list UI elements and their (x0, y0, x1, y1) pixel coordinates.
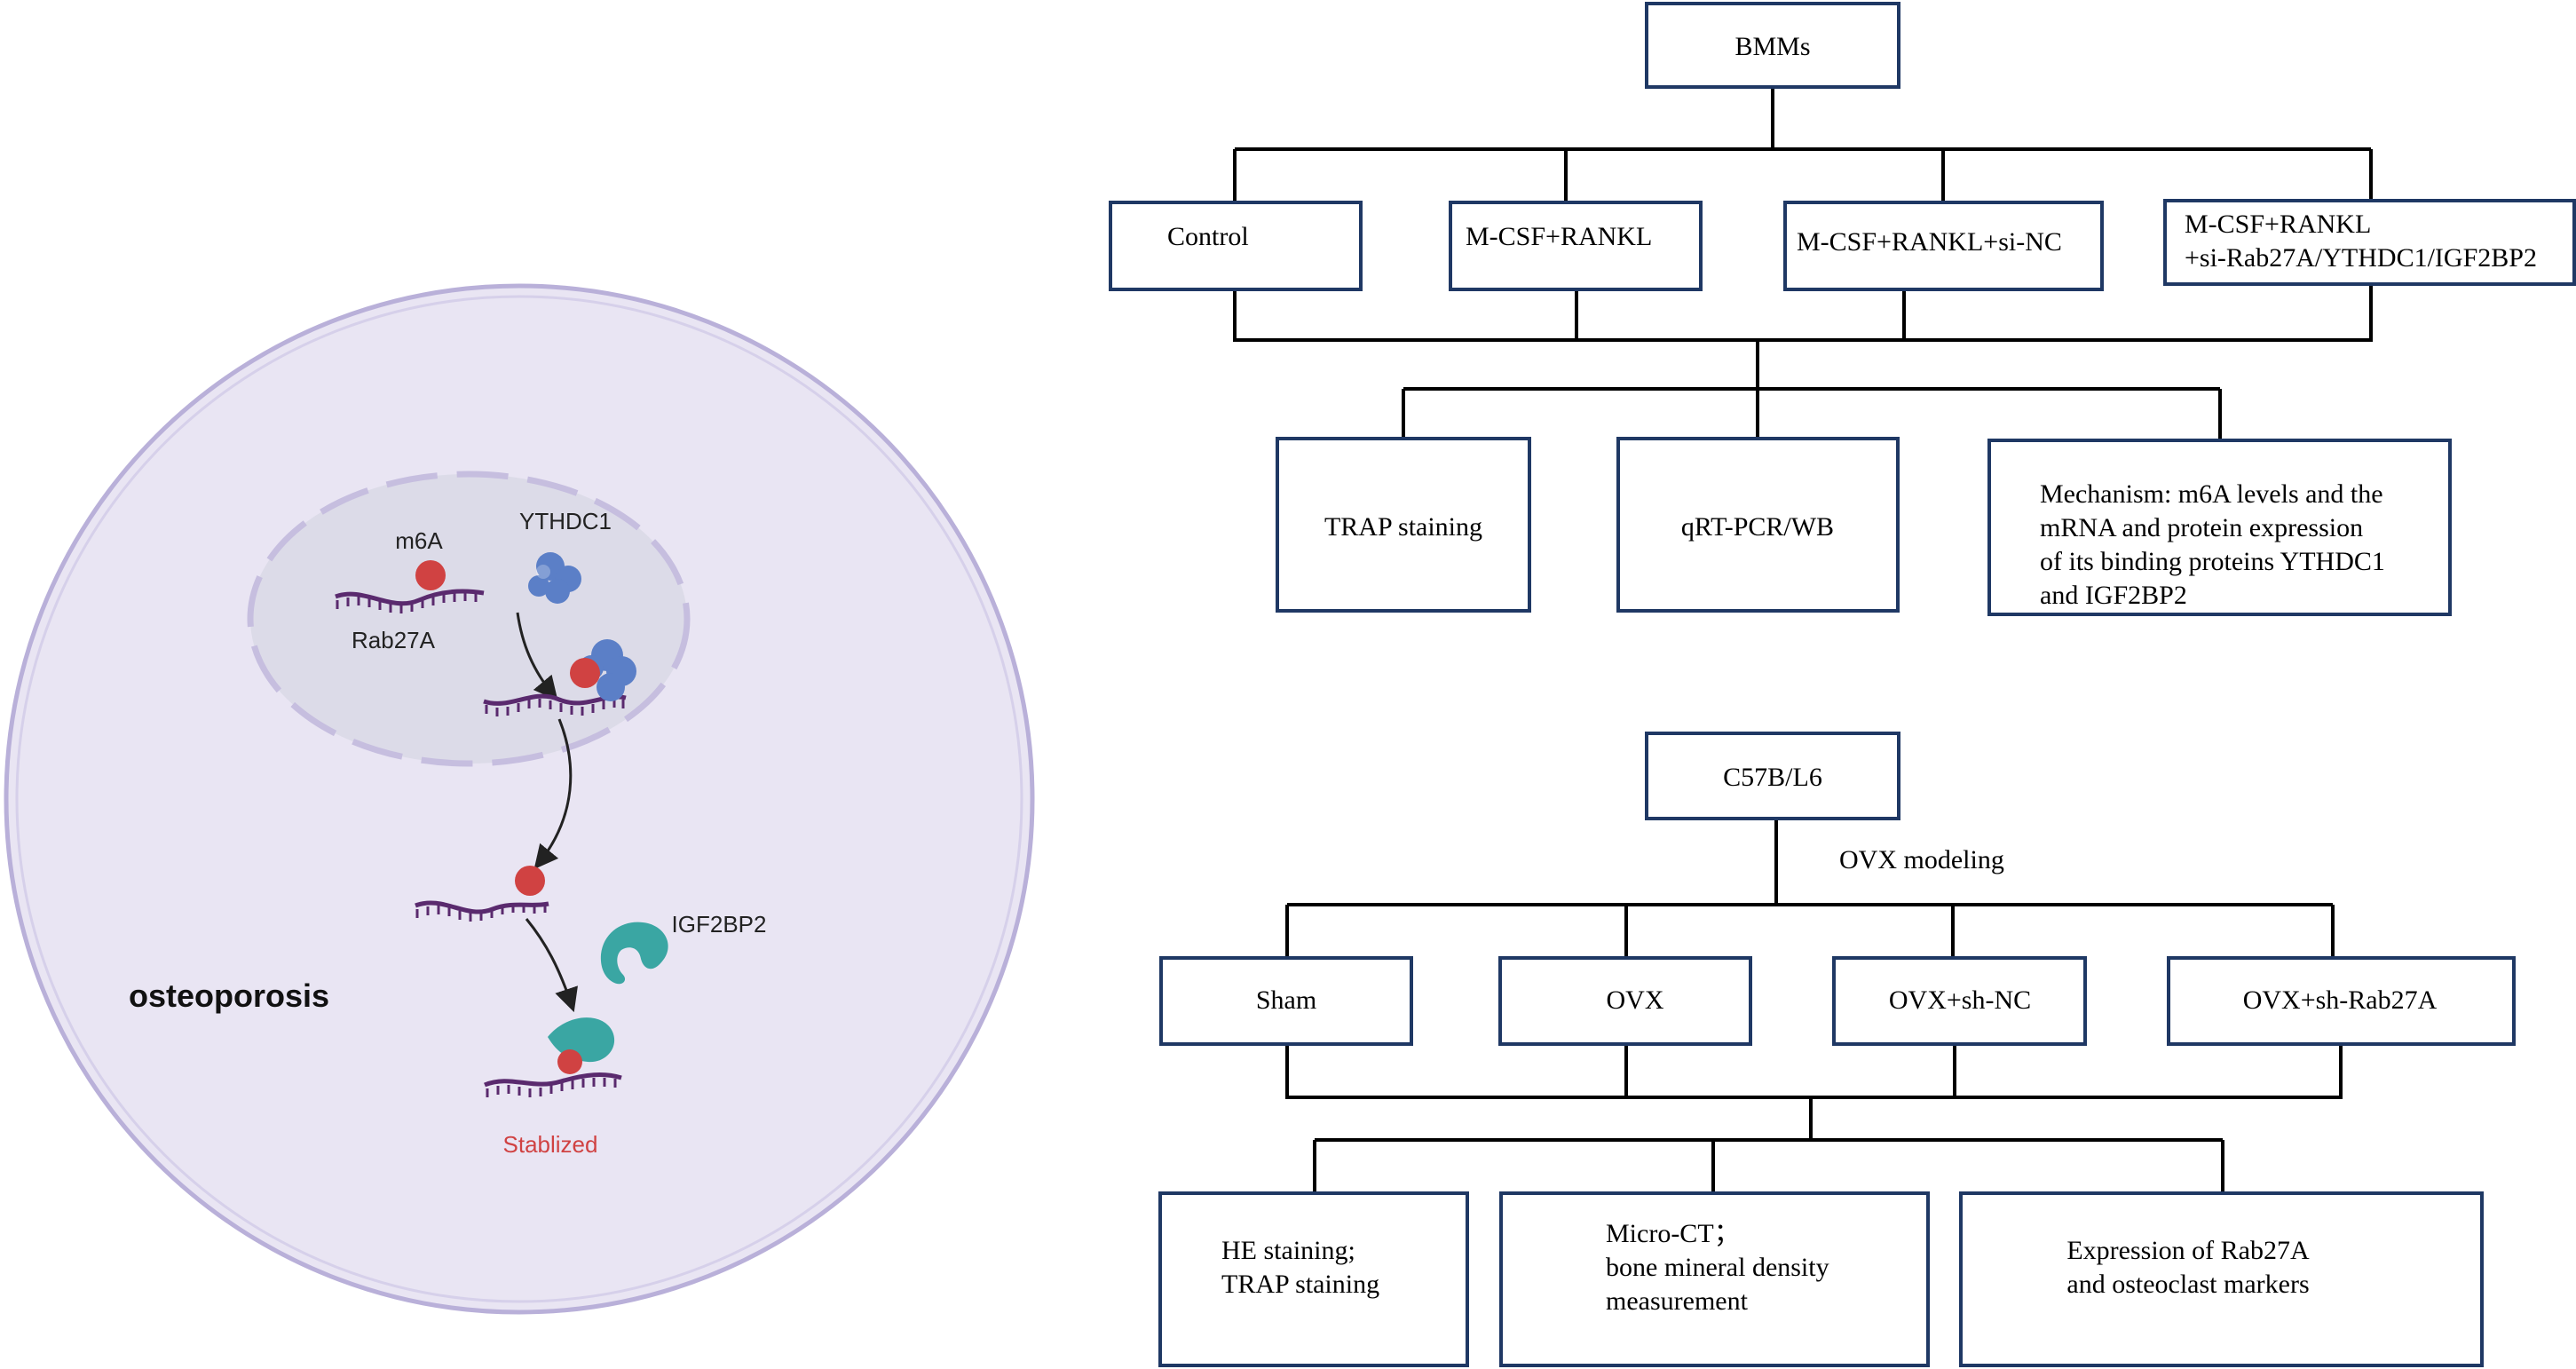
label-qrt-pcr-wb: qRT-PCR/WB (1681, 512, 1834, 542)
nucleus (247, 471, 691, 767)
arrow-stabilize (525, 918, 578, 1013)
label-he-trap: HE staining;TRAP staining (1221, 1236, 1379, 1299)
ythdc1-protein (528, 552, 581, 604)
label-ovx-sh-rab27a: OVX+sh-Rab27A (2243, 985, 2438, 1015)
box-he-trap (1158, 1191, 1469, 1367)
box-control (1109, 201, 1363, 291)
label-rab27a: Rab27A (352, 627, 436, 653)
rab27a-rna-cytoplasm (415, 866, 549, 922)
cell-membrane (4, 283, 1035, 1315)
label-control: Control (1167, 222, 1249, 251)
box-c57b-l6 (1645, 732, 1900, 820)
flowchart-panel (1233, 87, 2373, 1193)
cell-panel: m6A YTHDC1 Rab27A IGF2BP2 osteoporosis S… (4, 283, 1035, 1315)
label-ovx: OVX (1607, 985, 1664, 1015)
label-c57b-l6: C57B/L6 (1723, 763, 1822, 792)
label-ovx-sh-nc: OVX+sh-NC (1889, 985, 2031, 1015)
arrow-binding (516, 612, 558, 701)
box-mechanism (1987, 439, 2452, 616)
label-trap-staining: TRAP staining (1324, 512, 1482, 542)
rab27a-rna-stabilized (484, 1017, 622, 1097)
label-stabilized: Stablized (503, 1131, 598, 1158)
label-m6a: m6A (395, 527, 443, 554)
connector-bottom (1285, 819, 2343, 1193)
box-mcsf-rankl-si-targets (2163, 199, 2576, 286)
box-ovx-sh-rab27a (2167, 956, 2516, 1046)
cell-inner-rim (15, 295, 1023, 1303)
rab27a-rna (335, 589, 485, 613)
label-osteoporosis: osteoporosis (129, 977, 329, 1014)
label-mcsf-rankl-si-targets: M-CSF+RANKL+si-Rab27A/YTHDC1/IGF2BP2 (2185, 210, 2537, 273)
arrow-export (533, 718, 573, 870)
box-mcsf-rankl-sinc (1783, 201, 2104, 291)
label-mcsf-rankl-sinc: M-CSF+RANKL+si-NC (1797, 227, 2062, 257)
box-ovx (1498, 956, 1752, 1046)
box-qrt-pcr-wb (1616, 437, 1900, 613)
rab27a-rna-bound-ythdc1 (483, 639, 636, 716)
label-igf2bp2: IGF2BP2 (672, 911, 767, 938)
box-bmms (1645, 2, 1900, 89)
label-mcsf-rankl: M-CSF+RANKL (1466, 222, 1652, 251)
box-mcsf-rankl (1449, 201, 1703, 291)
label-ovx-modeling: OVX modeling (1839, 845, 2004, 874)
box-expression (1959, 1191, 2484, 1367)
flowchart-boxes (1109, 2, 2576, 1367)
connector-top (1233, 87, 2373, 439)
box-sham (1159, 956, 1413, 1046)
m6a-dot (415, 560, 446, 590)
label-ythdc1: YTHDC1 (519, 508, 612, 534)
box-ovx-sh-nc (1832, 956, 2087, 1046)
igf2bp2-protein (600, 922, 668, 985)
box-micro-ct (1499, 1191, 1930, 1367)
label-bmms: BMMs (1734, 32, 1810, 61)
box-trap-staining (1276, 437, 1531, 613)
label-sham: Sham (1256, 985, 1316, 1015)
